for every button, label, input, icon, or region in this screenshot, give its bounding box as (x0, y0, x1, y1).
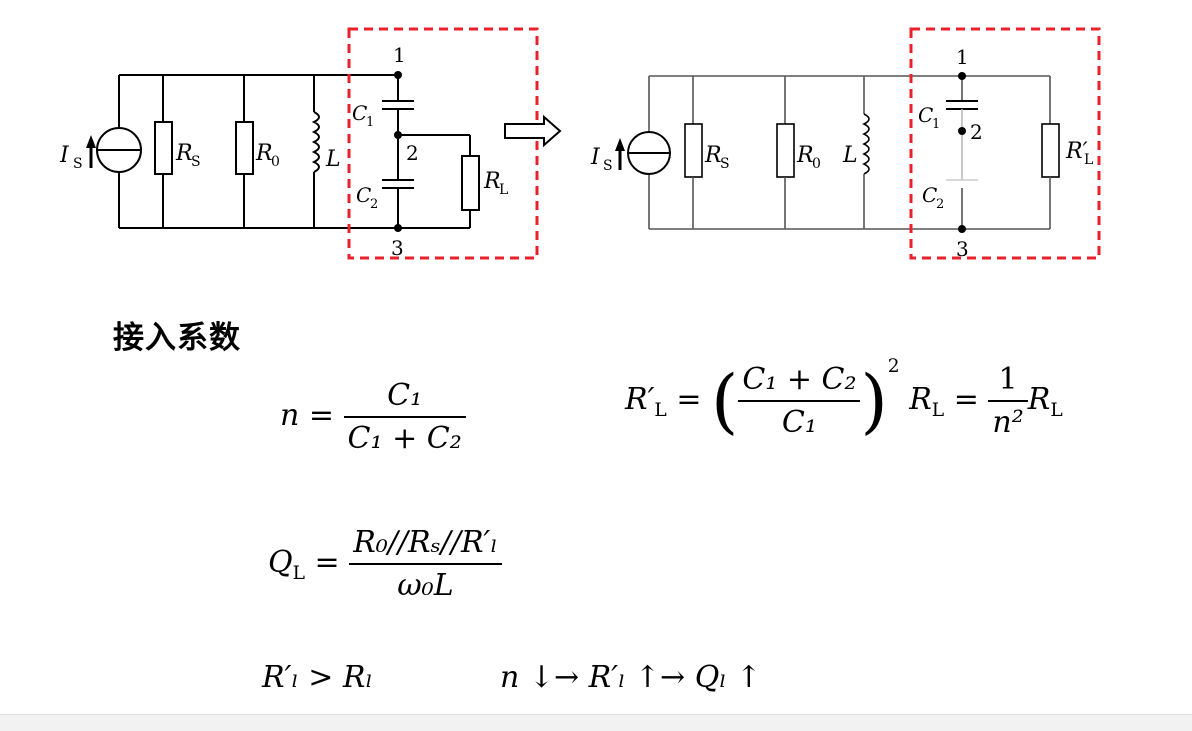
node-dot-1-left (394, 71, 402, 79)
formula-rl-fraction: C₁ + C₂ C₁ (738, 362, 861, 440)
formula-ql-fraction: R₀//Rₛ//R′ₗ ω₀L (349, 525, 502, 603)
formula-n: n = C₁ C₁ + C₂ (280, 378, 466, 456)
transform-arrow-icon (504, 114, 562, 148)
right-circuit (627, 75, 1060, 230)
formula-ql: QL = R₀//Rₛ//R′ₗ ω₀L (268, 525, 502, 603)
label-rs-right: R (704, 143, 722, 168)
formula-n-fraction: C₁ C₁ + C₂ (343, 378, 466, 456)
circuit-diagram: I S R S R 0 L C 1 C 2 R L 1 2 3 (59, 27, 1101, 261)
formula-rl-fraction-2: 1 n² (988, 362, 1028, 440)
label-r0-left: R (255, 141, 273, 166)
node-label-3-right: 3 (956, 237, 969, 261)
label-is-right: I (590, 145, 601, 170)
resistor-r0 (235, 121, 254, 175)
label-rl-prime-right: R′ (1065, 139, 1088, 164)
label-c2-left: C (356, 183, 371, 207)
svg-text:S: S (73, 156, 83, 172)
node-dot-2-left (394, 131, 402, 139)
formula-trend: n ↓→ R′ₗ ↑→ Qₗ ↑ (500, 660, 762, 695)
resistor-rs-right (684, 123, 703, 178)
inductor-coil (311, 111, 320, 173)
node-label-2-right: 2 (970, 120, 983, 144)
node-label-2-left: 2 (406, 141, 419, 165)
left-circuit (96, 74, 480, 229)
svg-text:S: S (603, 158, 613, 174)
svg-text:0: 0 (271, 154, 280, 170)
label-is-left: I (59, 143, 70, 168)
svg-text:S: S (720, 156, 730, 172)
svg-text:1: 1 (366, 115, 374, 130)
resistor-r0-right (776, 123, 795, 178)
node-label-1-left: 1 (393, 43, 406, 67)
source-arrow-left (86, 135, 96, 148)
inductor-coil-right (862, 113, 870, 175)
label-rs-left: R (175, 141, 193, 166)
svg-text:2: 2 (370, 197, 378, 212)
source-arrow-right (615, 138, 625, 151)
bottom-bar (0, 714, 1192, 731)
resistor-rs (154, 121, 173, 175)
node-dot-2-right (958, 127, 966, 135)
label-l-left: L (325, 147, 341, 172)
node-dot-3-left (394, 224, 402, 232)
label-c1-right: C (918, 103, 933, 127)
svg-text:L: L (499, 182, 508, 198)
formula-rl-prime: R′L = ( C₁ + C₂ C₁ )2 RL = 1 n² RL (625, 356, 1063, 442)
label-c2-right: C (922, 183, 937, 207)
dashed-box-right (909, 27, 1101, 260)
label-l-right: L (842, 143, 858, 168)
node-label-3-left: 3 (391, 236, 404, 260)
formula-inequality: R′ₗ > Rₗ (262, 660, 373, 695)
svg-text:S: S (191, 154, 201, 170)
formula-n-lhs: n = (280, 398, 334, 433)
svg-text:1: 1 (932, 117, 940, 132)
label-r0-right: R (796, 143, 814, 168)
dashed-box-left (347, 27, 539, 260)
node-dot-1-right (958, 72, 966, 80)
resistor-rl-prime-right (1041, 123, 1060, 178)
svg-text:0: 0 (812, 156, 821, 172)
node-dot-3-right (958, 225, 966, 233)
label-rl-left: R (483, 169, 501, 194)
resistor-rl (461, 155, 480, 211)
node-label-1-right: 1 (956, 45, 969, 69)
svg-text:2: 2 (936, 197, 944, 212)
svg-text:L: L (1084, 152, 1093, 168)
section-heading: 接入系数 (113, 320, 241, 356)
label-c1-left: C (352, 101, 367, 125)
